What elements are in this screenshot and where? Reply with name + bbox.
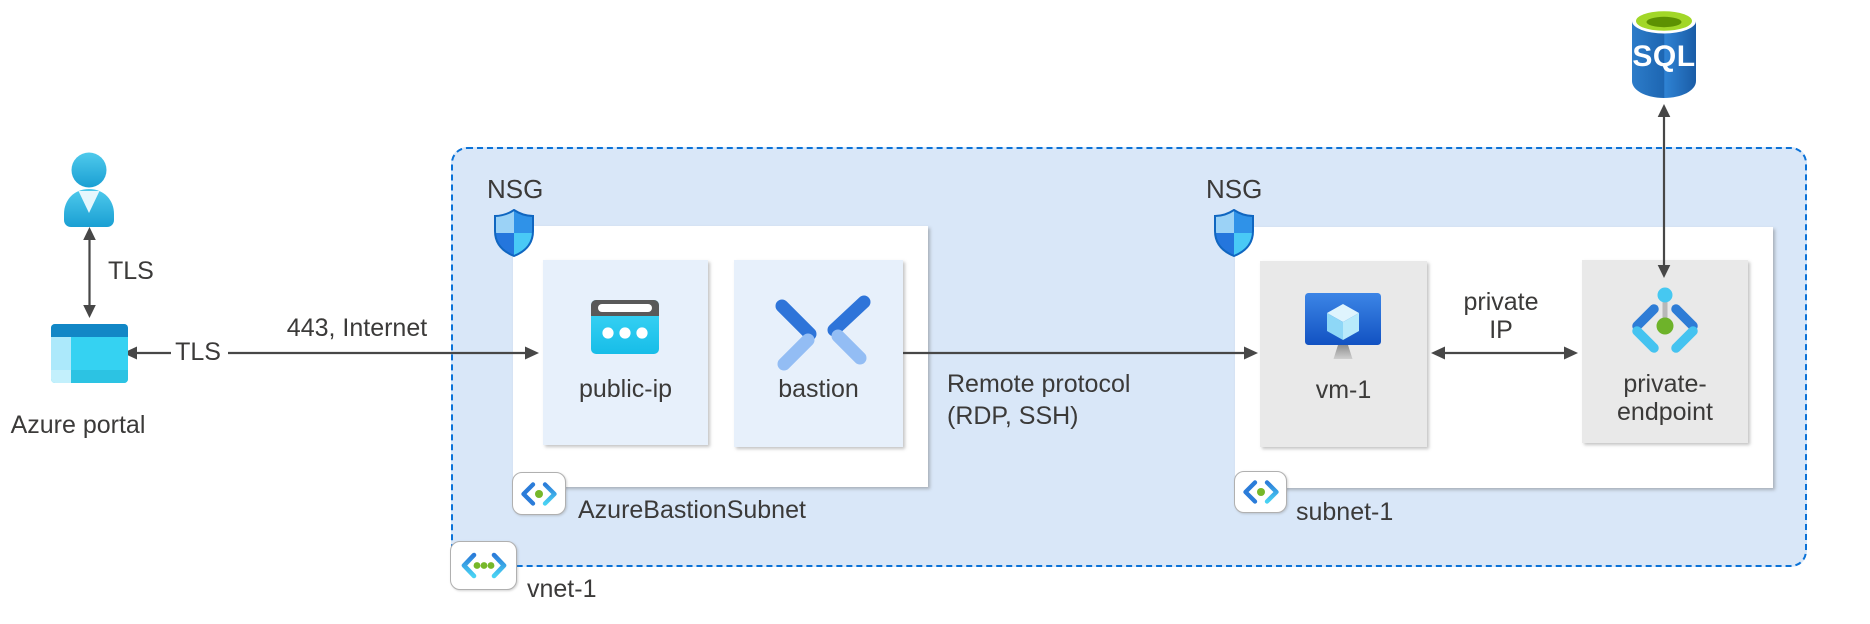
virtual-network-icon	[461, 552, 506, 579]
vm-icon	[1305, 293, 1381, 359]
private-endpoint-label-line2: endpoint	[1617, 398, 1713, 426]
vnet-1-badge	[450, 541, 517, 590]
subnet-icon	[1242, 480, 1279, 504]
public-ip-label: public-ip	[578, 375, 673, 403]
private-endpoint-icon	[1632, 287, 1698, 353]
vm-1-label: vm-1	[1315, 376, 1372, 404]
private-endpoint-label: private- endpoint	[1582, 370, 1748, 426]
tls-user-portal-label: TLS	[108, 257, 154, 285]
nsg-shield-icon-right	[1214, 209, 1254, 257]
azure-portal-label: Azure portal	[10, 411, 146, 439]
nsg-right-label: NSG	[1206, 174, 1263, 204]
vnet-1-label: vnet-1	[527, 575, 597, 603]
tls-internet-label: TLS	[175, 338, 221, 366]
port-443-internet-label: 443, Internet	[286, 314, 428, 342]
bastion-icon	[775, 295, 871, 371]
azure-bastion-subnet-badge	[512, 472, 566, 515]
bastion-label: bastion	[778, 375, 859, 403]
azure-portal-icon	[51, 324, 128, 383]
private-ip-label: private IP	[1448, 288, 1554, 344]
arrow-internet-portal	[123, 346, 171, 360]
subnet-icon	[521, 481, 557, 506]
user-icon	[64, 152, 114, 227]
private-endpoint-label-line1: private-	[1623, 370, 1707, 398]
remote-protocol-label: Remote protocol (RDP, SSH)	[947, 370, 1131, 430]
private-ip-label-line2: IP	[1489, 316, 1513, 344]
subnet-1-label: subnet-1	[1296, 498, 1394, 526]
nsg-shield-icon-left	[494, 209, 534, 257]
sql-label: SQL	[1632, 40, 1696, 73]
azure-bastion-subnet-label: AzureBastionSubnet	[578, 496, 806, 524]
public-ip-icon	[591, 300, 659, 354]
bastion-node: bastion	[734, 260, 903, 447]
sql-database-icon	[1632, 8, 1696, 98]
nsg-left-label: NSG	[487, 174, 544, 204]
subnet-1-badge	[1234, 471, 1287, 513]
private-ip-label-line1: private	[1463, 288, 1539, 316]
arrow-user-portal	[83, 227, 96, 318]
